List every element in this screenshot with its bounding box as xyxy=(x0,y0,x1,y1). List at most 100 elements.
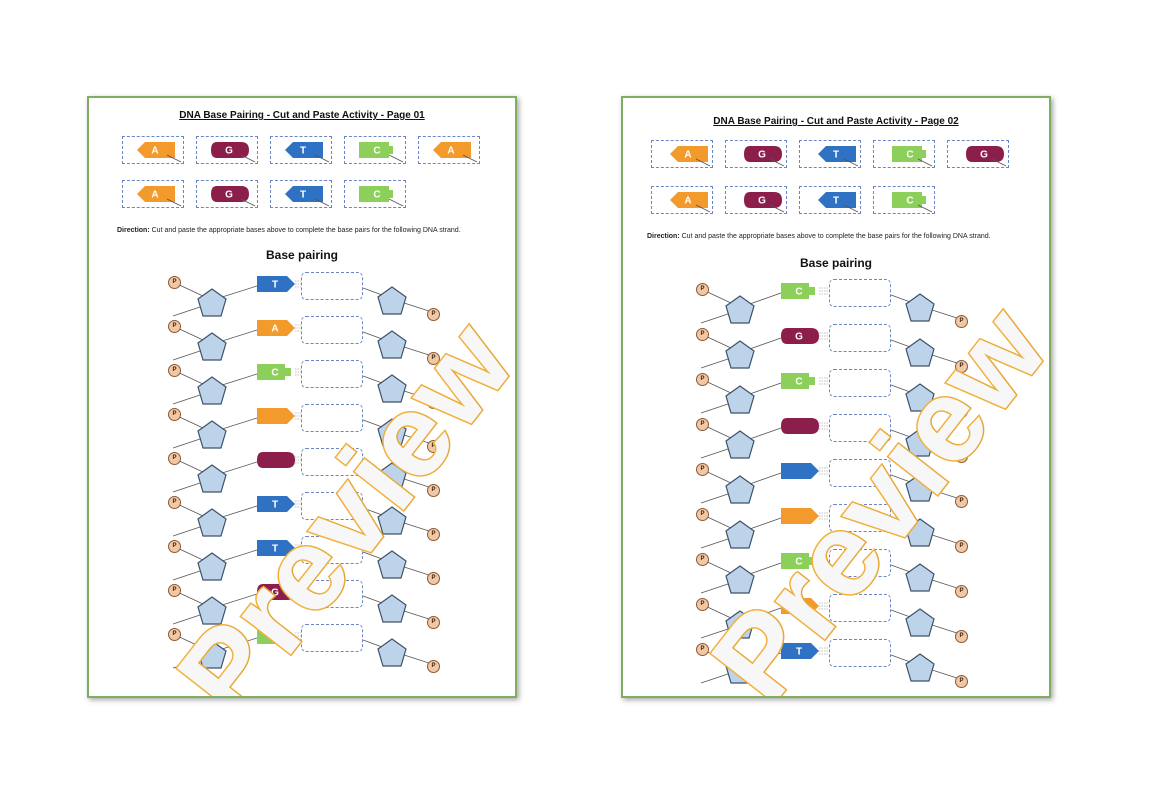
empty-pair-slot[interactable] xyxy=(301,272,363,300)
base-shape xyxy=(781,643,819,659)
base-letter: A xyxy=(684,196,691,207)
empty-pair-slot[interactable] xyxy=(829,639,891,667)
base-letter: G xyxy=(980,150,988,161)
sugar-right xyxy=(377,462,407,497)
sugar-pentagon xyxy=(905,338,935,367)
empty-pair-slot[interactable] xyxy=(301,624,363,652)
empty-pair-slot[interactable] xyxy=(829,549,891,577)
empty-pair-slot[interactable] xyxy=(301,360,363,388)
sugar-pentagon xyxy=(905,383,935,412)
cutout-card[interactable]: A xyxy=(651,186,713,214)
base-letter: A xyxy=(795,602,802,613)
cutout-card[interactable]: C xyxy=(344,180,406,208)
sugar-pentagon xyxy=(725,610,755,639)
sugar-right xyxy=(905,293,935,328)
sugar-pentagon xyxy=(197,376,227,405)
cutout-card[interactable]: C xyxy=(873,140,935,168)
base-letter: C xyxy=(795,287,802,298)
empty-pair-slot[interactable] xyxy=(829,504,891,532)
base-shape xyxy=(781,508,819,524)
base-shape xyxy=(257,584,295,600)
backbone-lines xyxy=(700,512,961,549)
sugar-pentagon xyxy=(905,293,935,322)
empty-pair-slot[interactable] xyxy=(301,448,363,476)
phosphate-badge: P xyxy=(168,628,181,641)
cutout-card[interactable]: A xyxy=(651,140,713,168)
phosphate-badge: P xyxy=(427,572,440,585)
base-letter: A xyxy=(447,146,454,157)
cutout-card[interactable]: A xyxy=(418,136,480,164)
base-letter: A xyxy=(151,146,158,157)
cutout-card[interactable]: A xyxy=(122,136,184,164)
connector-line xyxy=(166,154,182,163)
empty-pair-slot[interactable] xyxy=(829,279,891,307)
cutout-card[interactable]: G xyxy=(196,136,258,164)
empty-pair-slot[interactable] xyxy=(301,580,363,608)
base-shape xyxy=(892,192,926,208)
empty-pair-slot[interactable] xyxy=(829,369,891,397)
empty-pair-slot[interactable] xyxy=(829,459,891,487)
cutout-card[interactable]: G xyxy=(725,140,787,168)
base-shape xyxy=(781,418,819,434)
cutout-card[interactable]: T xyxy=(270,136,332,164)
cutout-card[interactable]: G xyxy=(725,186,787,214)
empty-pair-slot[interactable] xyxy=(301,404,363,432)
empty-pair-slot[interactable] xyxy=(829,324,891,352)
base-piece: G xyxy=(744,146,782,167)
sugar-pentagon xyxy=(725,430,755,459)
cutout-card[interactable]: G xyxy=(947,140,1009,168)
sugar-pentagon xyxy=(725,340,755,369)
cutout-card[interactable]: A xyxy=(122,180,184,208)
phosphate-badge: P xyxy=(955,585,968,598)
cutout-card[interactable]: T xyxy=(270,180,332,208)
base-shape xyxy=(781,598,819,614)
sugar-left xyxy=(197,332,227,367)
page-title: DNA Base Pairing - Cut and Paste Activit… xyxy=(713,116,959,127)
sugar-right xyxy=(377,330,407,365)
connector-line xyxy=(991,158,1007,167)
base-letter: C xyxy=(373,146,380,157)
connector-line xyxy=(314,198,330,207)
base-shape xyxy=(257,276,295,292)
page-title: DNA Base Pairing - Cut and Paste Activit… xyxy=(179,110,425,121)
cutout-card[interactable]: T xyxy=(799,140,861,168)
connector-line xyxy=(917,204,933,213)
sugar-pentagon xyxy=(725,385,755,414)
phosphate-badge: P xyxy=(696,508,709,521)
cutout-card[interactable]: C xyxy=(873,186,935,214)
phosphate-badge: P xyxy=(168,540,181,553)
empty-pair-slot[interactable] xyxy=(829,594,891,622)
sugar-right xyxy=(905,608,935,643)
sugar-pentagon xyxy=(197,420,227,449)
connector-line xyxy=(917,158,933,167)
phosphate-badge: P xyxy=(955,405,968,418)
base-letter: A xyxy=(684,150,691,161)
phosphate-badge: P xyxy=(427,352,440,365)
phosphate-badge: P xyxy=(427,616,440,629)
empty-pair-slot[interactable] xyxy=(301,536,363,564)
connector-line xyxy=(695,158,711,167)
empty-pair-slot[interactable] xyxy=(829,414,891,442)
empty-pair-slot[interactable] xyxy=(301,316,363,344)
cutout-card[interactable]: G xyxy=(196,180,258,208)
base-piece: T xyxy=(285,142,323,163)
empty-pair-slot[interactable] xyxy=(301,492,363,520)
base-letter: T xyxy=(300,146,306,157)
base-letter: T xyxy=(833,150,839,161)
base-piece: A xyxy=(433,142,471,163)
cutout-card[interactable]: T xyxy=(799,186,861,214)
base-piece: G xyxy=(744,192,782,213)
cutout-card[interactable]: C xyxy=(344,136,406,164)
base-letter: C xyxy=(271,368,278,379)
base-piece: C xyxy=(892,146,930,167)
sugar-left xyxy=(725,520,755,555)
strand-base: C xyxy=(781,553,819,574)
base-shape xyxy=(211,142,249,158)
phosphate-badge: P xyxy=(168,584,181,597)
base-letter: G xyxy=(225,146,233,157)
